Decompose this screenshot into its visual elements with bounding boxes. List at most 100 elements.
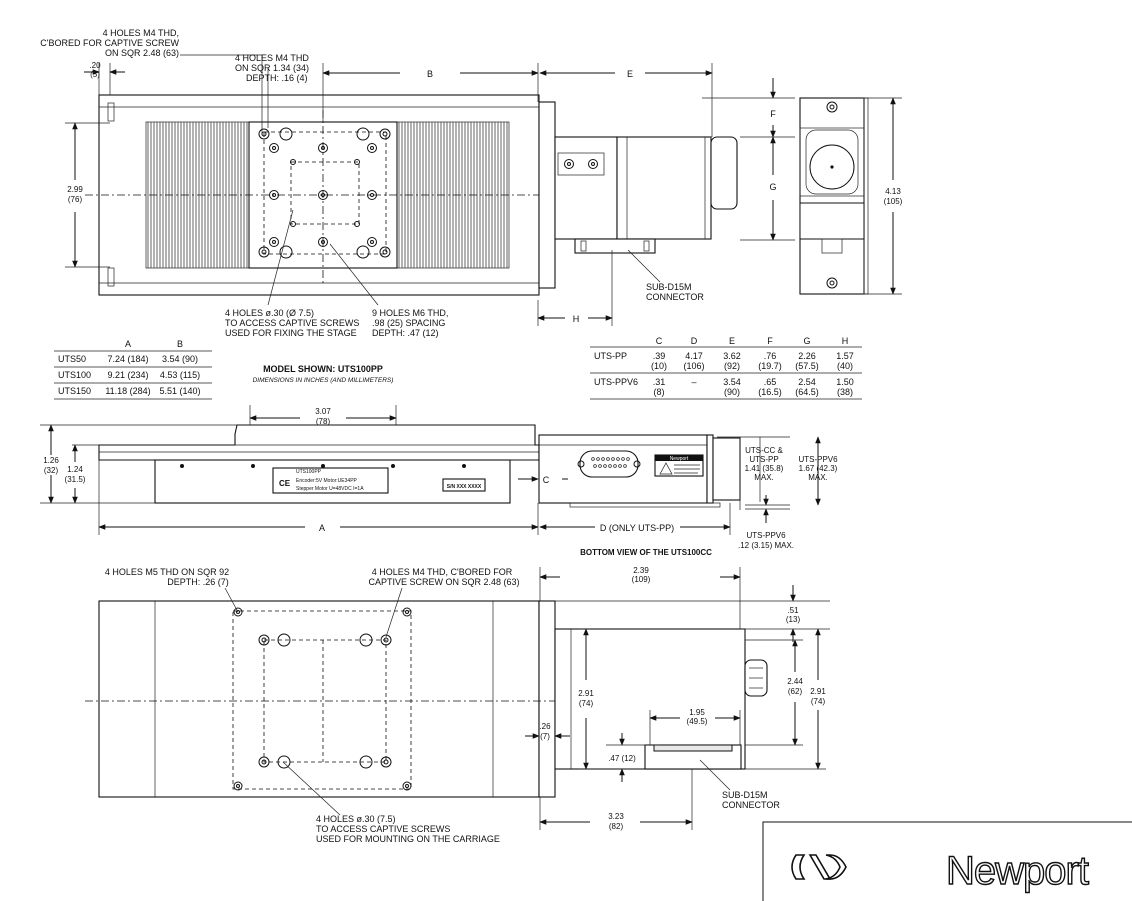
label-e: E [627,69,633,79]
side-view: UTS100PP Encoder:5V Motor:UE34PP Stepper… [40,405,838,557]
svg-text:USED FOR FIXING THE STAGE: USED FOR FIXING THE STAGE [225,328,357,338]
label-c: C [543,475,550,485]
dim-2-91-right-mm: (74) [811,697,826,706]
note-m6-holes: 9 HOLES M6 THD, .98 (25) SPACING DEPTH: … [372,308,448,338]
svg-text:UTS-PPV6: UTS-PPV6 [746,531,786,540]
table-ch-header: C [656,336,663,346]
table-ch-value: 1.50 [836,377,854,387]
newport-logo-mark [791,854,847,880]
table-ab-value-b: 5.51 (140) [159,386,200,396]
dim-1-24: 1.24 [67,465,83,474]
svg-text:CONNECTOR: CONNECTOR [646,292,704,302]
svg-text:9 HOLES M6 THD,: 9 HOLES M6 THD, [372,308,448,318]
dim-3-07: 3.07 [315,407,331,416]
motor-flange [538,101,556,289]
table-ch-value: .65 [764,377,777,387]
note-uts-ppv6-height: UTS-PPV6 1.67 (42.3) MAX. [798,455,838,482]
dim-0-26: .26 [539,722,551,731]
label-a: A [319,523,325,533]
access-hole [279,127,293,141]
dim-3-07-mm: (78) [316,417,331,426]
table-ch-value: .39 [653,351,666,361]
motor-body-top [616,136,712,240]
table-ch-value: 4.17 [685,351,703,361]
svg-text:UTS-PP: UTS-PP [749,455,778,464]
svg-text:ON SQR 2.48 (63): ON SQR 2.48 (63) [105,48,179,58]
dim-2-99-mm: (76) [68,195,83,204]
svg-text:DEPTH: .26 (7): DEPTH: .26 (7) [167,577,229,587]
svg-text:UTS100PP: UTS100PP [296,469,322,475]
table-ch-value: .76 [764,351,777,361]
table-ch-value-mm: (16.5) [758,387,782,397]
label-b: B [427,69,433,79]
dim-3-23-mm: (82) [609,822,624,831]
svg-text:MAX.: MAX. [754,473,774,482]
svg-text:SUB-D15M: SUB-D15M [646,282,692,292]
dim-0-47: .47 (12) [608,754,636,763]
note-access-holes-bottom: 4 HOLES ø.30 (7.5) TO ACCESS CAPTIVE SCR… [316,814,500,844]
serial-label: S/N XXX XXXX [447,484,482,490]
label-h: H [573,314,580,324]
dim-0-51: .51 [787,606,799,615]
dim-0-20-mm: (5) [90,70,100,79]
svg-text:4 HOLES M4 THD: 4 HOLES M4 THD [235,53,309,63]
access-hole [279,245,293,259]
svg-text:4 HOLES M4 THD,: 4 HOLES M4 THD, [103,28,179,38]
svg-text:TO ACCESS CAPTIVE SCREWS: TO ACCESS CAPTIVE SCREWS [225,318,359,328]
table-ch-value: 2.54 [798,377,816,387]
access-hole [356,245,370,259]
bottom-view-title: BOTTOM VIEW OF THE UTS100CC [580,548,712,557]
table-ch-value: – [691,377,696,387]
svg-text:Encoder:5V Motor:UE34PP: Encoder:5V Motor:UE34PP [296,478,358,484]
dim-2-91-left: 2.91 [578,689,594,698]
sub-d-connector-side [579,450,639,478]
dim-1-95-mm: (49.5) [687,717,708,726]
table-ch-model: UTS-PPV6 [594,377,638,387]
newport-logo: Newport [762,821,1132,901]
dim-3-23: 3.23 [608,812,624,821]
table-ch-value: .31 [653,377,666,387]
svg-text:4 HOLES M5 THD ON SQR 92: 4 HOLES M5 THD ON SQR 92 [105,567,229,577]
table-ab-value-a: 7.24 (184) [107,354,148,364]
table-ch-value-mm: (38) [837,387,853,397]
newport-wordmark: Newport [946,849,1089,893]
svg-text:4 HOLES M4 THD, C'BORED FOR: 4 HOLES M4 THD, C'BORED FOR [372,567,513,577]
table-ab-model: UTS50 [58,354,86,364]
table-ch-value-mm: (10) [651,361,667,371]
dim-0-51-mm: (13) [786,615,801,624]
dim-1-95: 1.95 [689,708,705,717]
table-ab-header-b: B [177,339,183,349]
table-ch-value: 2.26 [798,351,816,361]
stage-body-bottom [98,600,540,798]
top-view: .20 (5) B E F G H 2.99 (76) [40,28,902,338]
table-ch-model: UTS-PP [594,351,627,361]
bottom-view: 2.39 (109) .51 (13) 2.91 (74) 2.44 (62) … [85,566,830,844]
svg-text:C'BORED FOR CAPTIVE SCREW: C'BORED FOR CAPTIVE SCREW [40,38,179,48]
dim-2-39-mm: (109) [632,575,651,584]
dim-1-26-mm: (32) [44,466,59,475]
svg-text:UTS-CC &: UTS-CC & [745,446,783,455]
table-ch-value-mm: (19.7) [758,361,782,371]
model-caption: MODEL SHOWN: UTS100PP DIMENSIONS IN INCH… [253,364,394,384]
note-sub-d-connector: SUB-D15M CONNECTOR [646,282,704,302]
table-ab-model: UTS150 [58,386,91,396]
brand-small: Newport [670,456,689,462]
svg-text:Stepper Motor U=48VDC I=1A: Stepper Motor U=48VDC I=1A [296,486,364,492]
note-uts-cc: UTS-CC & UTS-PP 1.41 (35.8) MAX. [745,446,784,482]
table-ch-value-mm: (64.5) [795,387,819,397]
svg-text:MAX.: MAX. [808,473,828,482]
svg-text:UTS-PPV6: UTS-PPV6 [798,455,838,464]
table-ch-value-mm: (57.5) [795,361,819,371]
dim-2-91-right: 2.91 [810,687,826,696]
access-hole [356,127,370,141]
svg-text:USED FOR MOUNTING ON THE CARRI: USED FOR MOUNTING ON THE CARRIAGE [316,834,500,844]
note-sub-d-bottom: SUB-D15M CONNECTOR [722,790,780,810]
dim-2-44-mm: (62) [788,687,803,696]
table-ch-value: 1.57 [836,351,854,361]
svg-text:4 HOLES ø.30 (7.5): 4 HOLES ø.30 (7.5) [316,814,396,824]
table-ch-header: F [767,336,773,346]
dim-0-26-mm: (7) [540,732,550,741]
stage-side-body [98,424,540,461]
dim-0-20: .20 [89,61,101,70]
